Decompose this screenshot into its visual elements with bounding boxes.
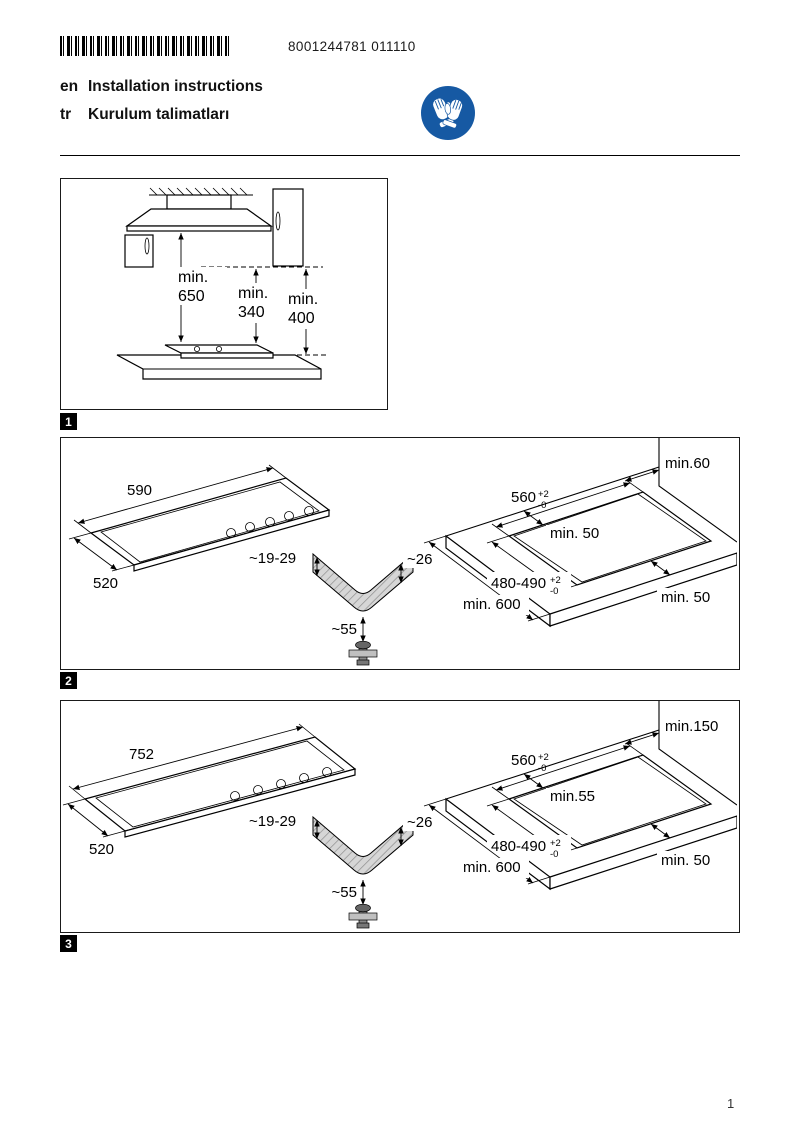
gloves-sign-svg xyxy=(421,86,475,140)
dim-400-label: min. xyxy=(288,291,318,308)
dim-side-clearance: min.60 xyxy=(624,455,710,482)
figure-2-frame: 590 520 ~19-29 ~26 ~55 xyxy=(60,437,740,670)
front-clearance-value: min. 50 xyxy=(661,589,710,606)
dim-edge-value: ~26 xyxy=(407,814,432,831)
dim-340-value: 340 xyxy=(238,304,265,321)
hob xyxy=(164,344,274,359)
dim-edge-value: ~26 xyxy=(407,551,432,568)
front-clearance-value: min. 50 xyxy=(661,852,710,869)
ceiling-hatch xyxy=(149,187,253,196)
worktop-depth-value: min. 600 xyxy=(463,596,521,613)
dim-front-clearance: min. 50 xyxy=(650,560,721,606)
tall-cabinet-right xyxy=(272,188,304,267)
worktop-edge-detail: ~19-29 ~26 ~55 xyxy=(249,813,445,929)
cutout-depth-tol-minus: -0 xyxy=(550,849,558,860)
figure-1-drawing: min. 650 min. 340 min. 400 xyxy=(116,187,329,380)
worktop-depth-value: min. 600 xyxy=(463,859,521,876)
figure-3-frame: 752 520 ~19-29 ~26 ~55 xyxy=(60,700,740,933)
fixing-clamp xyxy=(348,640,378,666)
side-wall xyxy=(658,701,738,806)
dim-rear-clearance: min.55 xyxy=(523,773,604,805)
figure-3-marker: 3 xyxy=(60,935,77,952)
dim-thickness-value: ~19-29 xyxy=(249,550,296,567)
extractor-hood xyxy=(125,194,273,232)
dim-rear-clearance: min. 50 xyxy=(523,510,604,542)
cutout-width-tol-minus: -0 xyxy=(538,763,546,774)
figure-1-marker: 1 xyxy=(60,413,77,430)
rear-clearance-value: min.55 xyxy=(550,788,595,805)
cutout-width-tol-plus: +2 xyxy=(538,489,549,500)
figure-3-drawing: 752 520 ~19-29 ~26 ~55 xyxy=(62,701,738,929)
cutout-width-value: 560 xyxy=(511,489,536,506)
cutout-depth-tol-minus: -0 xyxy=(550,586,558,597)
wall-cabinet-left xyxy=(124,234,154,268)
dim-hob-width: 752 xyxy=(68,723,316,800)
language-code-tr: tr xyxy=(60,106,72,123)
dim-650-label: min. xyxy=(178,269,208,286)
figure-2-drawing: 590 520 ~19-29 ~26 ~55 xyxy=(68,438,738,666)
page-number: 1 xyxy=(727,1096,735,1111)
dim-front-clearance: min. 50 xyxy=(650,823,721,869)
dim-depth-value: 520 xyxy=(93,575,118,592)
dim-400-value: 400 xyxy=(288,310,315,327)
title-tr-text: Kurulum talimatları xyxy=(88,106,230,123)
side-wall xyxy=(658,438,738,543)
dim-side-clearance: min.150 xyxy=(624,718,718,745)
dim-thickness-value: ~19-29 xyxy=(249,813,296,830)
dim-worktop-clearance: min. 400 xyxy=(284,269,328,354)
dim-hob-depth: 520 xyxy=(68,532,135,592)
dim-cabinet-clearance: min. 340 xyxy=(234,269,278,343)
dim-hood-clearance: min. 650 xyxy=(173,233,227,342)
title-en-text: Installation instructions xyxy=(88,78,263,95)
header-divider xyxy=(60,155,740,156)
dim-340-label: min. xyxy=(238,285,268,302)
worktop-edge-detail: ~19-29 ~26 ~55 xyxy=(249,550,445,666)
title-tr: tr Kurulum talimatları xyxy=(60,106,229,124)
dim-width-value: 590 xyxy=(127,482,152,499)
dim-worktop-depth: min. 600 xyxy=(423,535,551,622)
dim-depth-value: 520 xyxy=(89,841,114,858)
side-clearance-value: min.150 xyxy=(665,718,718,735)
cutout-depth-value: 480-490 xyxy=(491,838,546,855)
barcode xyxy=(60,36,232,56)
dim-650-value: 650 xyxy=(178,288,205,305)
worktop xyxy=(116,354,322,380)
cutout-width-value: 560 xyxy=(511,752,536,769)
dim-cutout-width: 560 +2 -0 xyxy=(491,479,644,537)
hob-top-view: 590 520 xyxy=(68,464,331,592)
cutout-width-tol-minus: -0 xyxy=(538,500,546,511)
dim-hob-width: 590 xyxy=(73,464,287,534)
worktop-cutout-view: 560 +2 -0 min.150 min.55 480-4 xyxy=(423,701,738,891)
dim-worktop-depth: min. 600 xyxy=(423,798,551,885)
glove-right xyxy=(442,99,463,129)
order-number: 8001244781 011110 xyxy=(288,39,416,54)
dim-clamp-value: ~55 xyxy=(332,621,357,638)
language-code-en: en xyxy=(60,78,79,95)
protective-gloves-icon xyxy=(420,85,476,141)
hob-top-view: 752 520 xyxy=(62,723,357,858)
title-en: en Installation instructions xyxy=(60,78,263,96)
cutout-width-tol-plus: +2 xyxy=(538,752,549,763)
dim-width-value: 752 xyxy=(129,746,154,763)
figure-2-marker: 2 xyxy=(60,672,77,689)
dim-hob-depth: 520 xyxy=(62,798,126,858)
rear-clearance-value: min. 50 xyxy=(550,525,599,542)
fixing-clamp xyxy=(348,903,378,929)
figure-1-frame: min. 650 min. 340 min. 400 xyxy=(60,178,388,410)
cutout-depth-tol-plus: +2 xyxy=(550,575,561,586)
cutout-depth-value: 480-490 xyxy=(491,575,546,592)
worktop-cutout-view: 560 +2 -0 min.60 min. 50 480-4 xyxy=(423,438,738,628)
dim-cutout-width: 560 +2 -0 xyxy=(491,742,644,800)
side-clearance-value: min.60 xyxy=(665,455,710,472)
cutout-depth-tol-plus: +2 xyxy=(550,838,561,849)
dim-clamp-value: ~55 xyxy=(332,884,357,901)
